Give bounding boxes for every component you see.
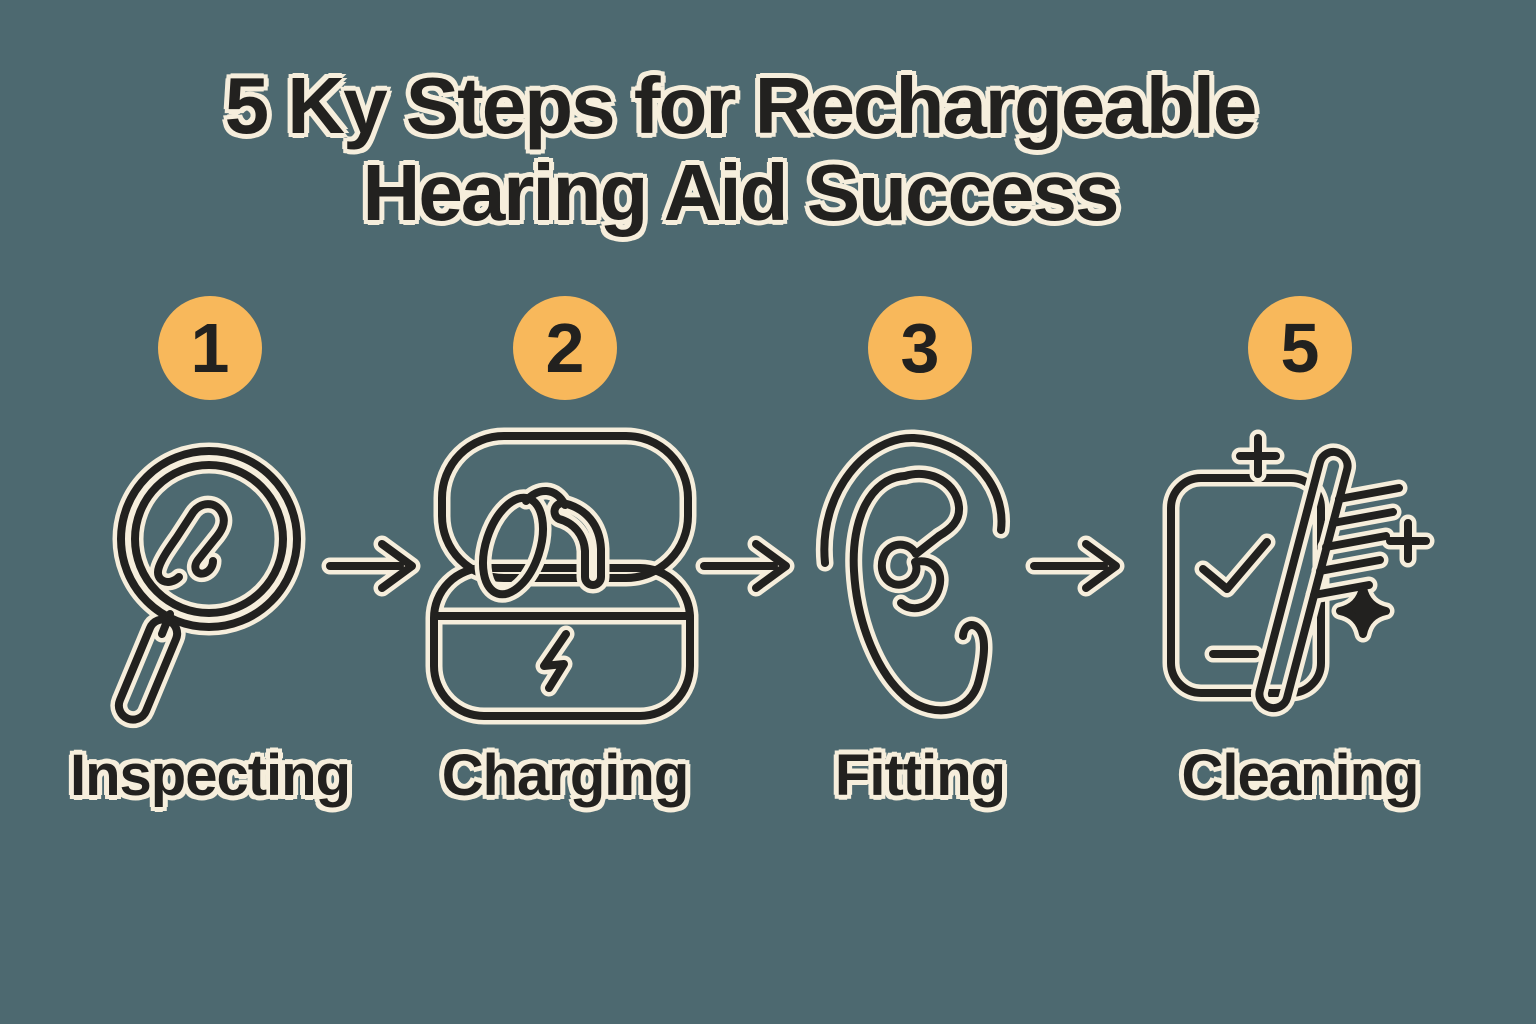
step-2-label: Charging bbox=[441, 743, 690, 808]
step-1-number-badge: 1 bbox=[158, 296, 262, 400]
charging-case-icon bbox=[428, 422, 703, 734]
title-line-2: Hearing Aid Success bbox=[362, 148, 1120, 238]
title-line-1: 5 Ky Steps for Rechargeable bbox=[224, 61, 1258, 150]
infographic-title: 5 Ky Steps for Rechargeable Hearing Aid … bbox=[0, 61, 1480, 238]
step-2-number-badge: 2 bbox=[513, 296, 617, 400]
step-3-number-badge: 3 bbox=[868, 296, 972, 400]
step-2-number: 2 bbox=[545, 309, 585, 387]
step-cleaning: 5 Cleaning bbox=[1115, 296, 1485, 809]
magnifier-hearing-aid-icon bbox=[93, 422, 328, 734]
step-inspecting: 1 Inspecting bbox=[30, 296, 390, 809]
step-charging: 2 Charging bbox=[385, 296, 745, 809]
step-5-label: Cleaning bbox=[1181, 743, 1420, 808]
ear-hearing-aid-icon bbox=[820, 422, 1020, 734]
step-5-number: 5 bbox=[1280, 309, 1320, 387]
step-1-label: Inspecting bbox=[69, 743, 351, 808]
step-3-number: 3 bbox=[900, 309, 940, 387]
step-1-number: 1 bbox=[190, 309, 230, 387]
step-3-label: Fitting bbox=[834, 743, 1006, 808]
arrow-right-icon bbox=[1026, 536, 1126, 601]
step-5-number-badge: 5 bbox=[1248, 296, 1352, 400]
checklist-cleaning-brush-icon bbox=[1153, 422, 1448, 734]
step-fitting: 3 Fitting bbox=[740, 296, 1100, 809]
